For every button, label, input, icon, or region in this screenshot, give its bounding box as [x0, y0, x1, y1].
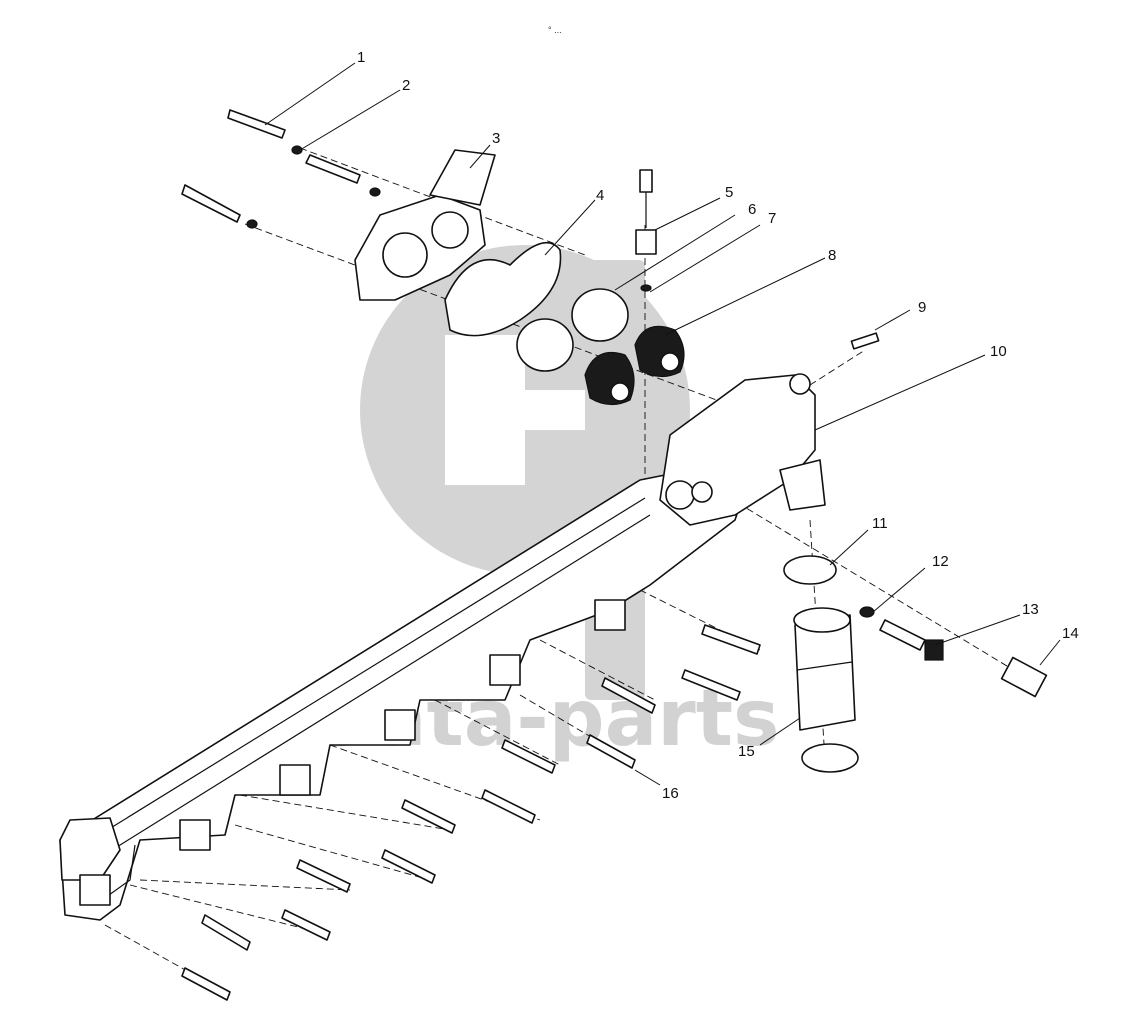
sender-13	[879, 619, 944, 661]
callout-label-10: 10	[990, 343, 1007, 360]
callout-label-3: 3	[492, 130, 500, 147]
pin-9	[850, 332, 880, 350]
mounting-bolts-16	[181, 624, 761, 1001]
sensor-5	[635, 169, 657, 255]
header-mark: ° ...	[548, 25, 562, 35]
callout-leaders	[264, 62, 1061, 786]
coolant-hose-15	[793, 607, 856, 731]
gasket-4	[444, 241, 562, 337]
o-ring-seal	[516, 318, 574, 372]
thermostat-8	[584, 325, 685, 406]
bolts-1-2	[181, 109, 381, 229]
callout-label-9: 9	[918, 299, 926, 316]
callout-label-14: 14	[1062, 625, 1079, 642]
callout-label-13: 13	[1022, 601, 1039, 618]
callout-label-4: 4	[596, 187, 604, 204]
callout-label-6: 6	[748, 201, 756, 218]
callout-labels: 1 2 3 4 5 6 7 8 9 10 11 12 13 14 15 16	[357, 49, 1079, 802]
washer-7	[640, 284, 652, 292]
sealing-washer-12	[859, 606, 875, 618]
elbow-housing-3	[354, 149, 496, 301]
thermostat-housing-10	[659, 373, 826, 526]
callout-label-5: 5	[725, 184, 733, 201]
callout-label-8: 8	[828, 247, 836, 264]
callout-label-2: 2	[402, 77, 410, 94]
callout-label-12: 12	[932, 553, 949, 570]
o-ring-seal	[571, 288, 629, 342]
plug-14	[1000, 656, 1048, 698]
callout-label-11: 11	[872, 515, 888, 532]
callout-label-16: 16	[662, 785, 679, 802]
hose-clamp-11	[783, 555, 837, 585]
callout-label-1: 1	[357, 49, 365, 66]
hose-clamp	[801, 743, 859, 773]
callout-label-15: 15	[738, 743, 755, 760]
callout-label-7: 7	[768, 210, 776, 227]
